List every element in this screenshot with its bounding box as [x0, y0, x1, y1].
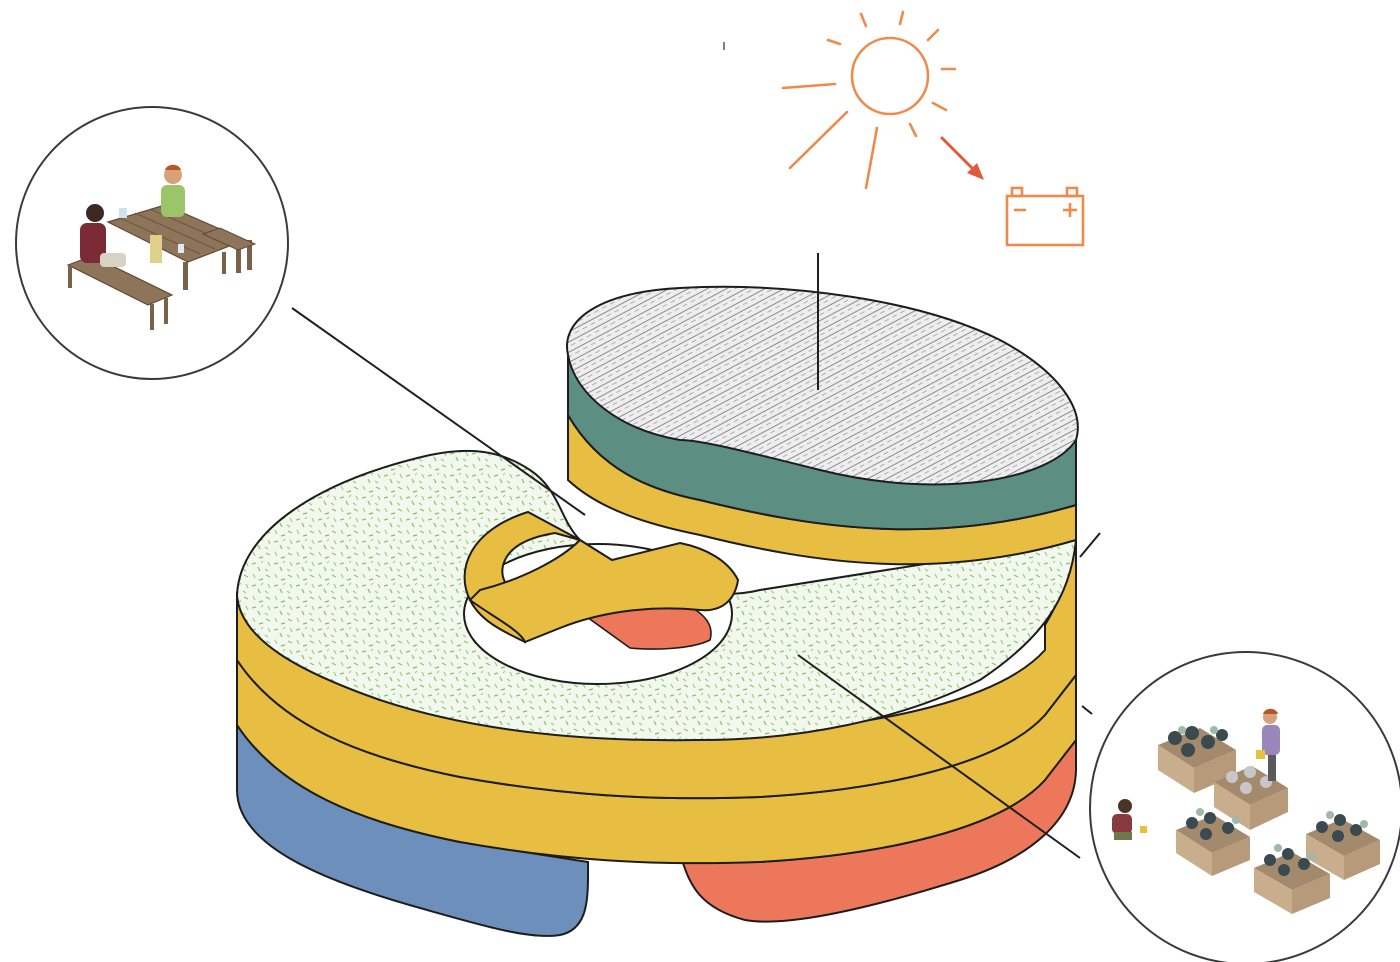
leader-lines [291, 253, 1101, 859]
callout-picnic-table [15, 106, 289, 380]
planter-box-2 [1214, 766, 1288, 830]
leader-right-callout [797, 654, 1081, 859]
planter-box-5 [1254, 844, 1330, 914]
battery-icon [1005, 186, 1085, 247]
leader-right-tick-2 [1081, 705, 1093, 715]
arrow-down-right-icon [940, 136, 984, 180]
planter-box-1 [1158, 726, 1236, 793]
gardener-crouching [1112, 799, 1147, 840]
leader-right-tick-1 [1079, 532, 1101, 558]
spiral-ramp [463, 510, 740, 644]
callout-planter-gardeners [1089, 651, 1400, 962]
planter-box-3 [1176, 808, 1250, 876]
planter-box-4 [1306, 811, 1380, 880]
hatched-roof [566, 285, 1079, 486]
sun-icon [781, 10, 957, 190]
leader-left-callout [291, 307, 586, 516]
gardener-standing [1256, 708, 1280, 781]
